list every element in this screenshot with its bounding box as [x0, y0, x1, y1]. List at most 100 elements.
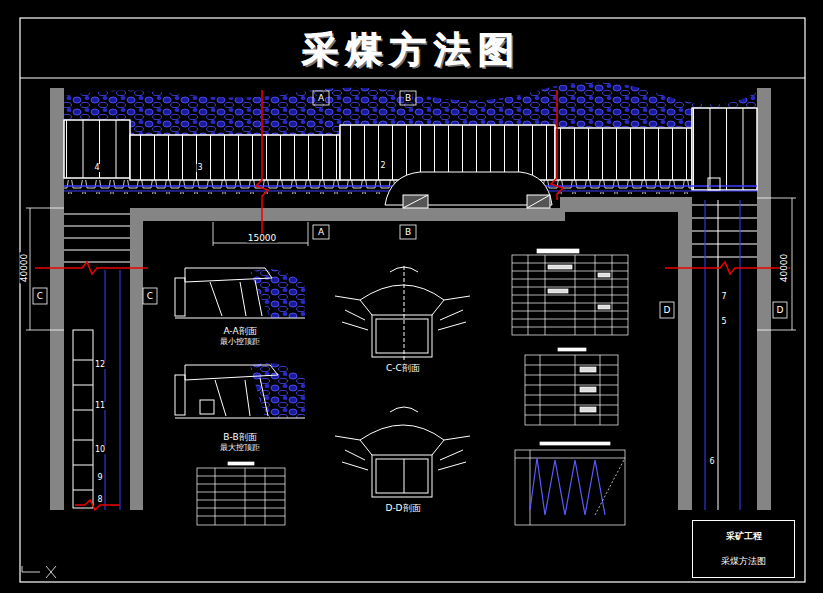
- section-mark: A: [317, 94, 325, 103]
- section-views-part: [372, 315, 432, 357]
- block-text: 采煤方法图: [721, 557, 766, 567]
- tables-part: [595, 458, 625, 515]
- tables-part: [580, 407, 596, 412]
- section-mark: D: [663, 306, 672, 315]
- belt-lines-part: [705, 200, 706, 510]
- section-mark: B: [404, 94, 412, 103]
- dimension: 40000: [20, 253, 29, 284]
- tables-part: [548, 265, 572, 269]
- tables-part: [537, 249, 579, 253]
- section-mark: B: [404, 228, 412, 237]
- dimension-lines-part: [26, 208, 64, 209]
- tables-part: [228, 462, 254, 465]
- belt-lines-part: [692, 218, 757, 219]
- shearer-part: [403, 195, 428, 208]
- belt-lines-part: [73, 385, 93, 386]
- hydraulic-supports-part: [130, 135, 340, 180]
- tables-part: [598, 305, 610, 309]
- block-heading: 采矿工程: [726, 532, 762, 542]
- roadways-part: [130, 197, 692, 510]
- section-views-part: [342, 450, 466, 470]
- roadways-part: [757, 88, 771, 510]
- shearer-part: [527, 195, 550, 208]
- belt-lines-part: [120, 270, 121, 510]
- hydraulic-supports-part: [64, 180, 692, 194]
- section-lines-part: [665, 262, 790, 274]
- tables-part: [515, 450, 625, 525]
- section-markers-part: [33, 288, 47, 304]
- shearer-part: [527, 195, 550, 208]
- dimension: 40000: [780, 253, 789, 284]
- callout-number: 10: [94, 446, 106, 454]
- tables-part: [512, 255, 628, 335]
- section-caption: D-D剖面: [384, 504, 421, 513]
- belt-lines-part: [73, 360, 93, 361]
- belt-lines-part: [64, 226, 130, 227]
- section-caption: C-C剖面: [385, 364, 421, 373]
- hydraulic-supports-part: [555, 128, 692, 180]
- section-views-part: [404, 266, 405, 360]
- callout-number: 6: [708, 458, 715, 466]
- tables-part: [580, 387, 596, 392]
- section-markers-part: [773, 302, 787, 318]
- belt-lines: [64, 178, 757, 510]
- tables-part: [530, 458, 605, 515]
- section-markers-part: [400, 225, 416, 239]
- section-markers: [33, 91, 787, 318]
- section-markers-part: [313, 225, 329, 239]
- section-views: [175, 266, 470, 497]
- section-lines-part: [256, 90, 268, 235]
- tables-part: [540, 355, 600, 425]
- section-views-part: [390, 407, 418, 412]
- roadways-part: [678, 197, 692, 510]
- tables-part: [525, 365, 618, 415]
- tables-part: [512, 263, 628, 327]
- section-views-part: [185, 268, 272, 282]
- callout-number: 3: [196, 164, 203, 172]
- ucs-symbol: [22, 566, 56, 578]
- belt-lines-part: [708, 178, 720, 190]
- belt-lines-part: [64, 262, 130, 263]
- tables-part: [540, 442, 610, 445]
- dimension-lines-part: [308, 222, 309, 246]
- section-views-part: [335, 296, 470, 315]
- belt-lines-part: [692, 257, 757, 258]
- callout-number: 4: [93, 164, 100, 172]
- tables-part: [197, 468, 285, 525]
- belt-lines-part: [73, 330, 93, 508]
- hydraulic-supports-part: [555, 128, 692, 180]
- section-views-part: [360, 285, 444, 300]
- belt-lines-part: [692, 205, 757, 206]
- tables-part: [197, 468, 285, 525]
- section-markers-part: [660, 302, 674, 318]
- tables-part: [580, 367, 596, 372]
- dimension-lines-part: [757, 198, 796, 199]
- section-views-part: [335, 436, 470, 455]
- section-views-part: [250, 269, 305, 318]
- title-block: 采矿工程采煤方法图: [692, 520, 795, 578]
- tables-part: [548, 289, 568, 293]
- title-block-lines: [692, 520, 795, 578]
- section-views-part: [215, 378, 268, 416]
- section-views-part: [372, 455, 432, 497]
- tables-part: [558, 348, 586, 351]
- belt-lines-part: [64, 250, 130, 251]
- callout-number: 5: [720, 318, 727, 326]
- section-note: 最小控顶距: [219, 338, 261, 346]
- section-views-part: [250, 363, 305, 418]
- frame-part: [20, 77, 805, 78]
- shearer-part: [403, 195, 428, 208]
- section-views-part: [376, 319, 428, 353]
- dimension-lines-part: [792, 198, 793, 330]
- callout-number: 12: [94, 361, 106, 369]
- callout-number: 8: [96, 496, 103, 504]
- hydraulic-supports-part: [692, 108, 757, 190]
- belt-lines-part: [73, 490, 93, 491]
- ucs-symbol-part: [22, 566, 56, 578]
- belt-lines-part: [73, 440, 93, 441]
- roadways-part: [50, 88, 64, 510]
- roadways: [50, 88, 771, 510]
- tables-part: [528, 255, 612, 335]
- belt-lines-part: [692, 231, 757, 232]
